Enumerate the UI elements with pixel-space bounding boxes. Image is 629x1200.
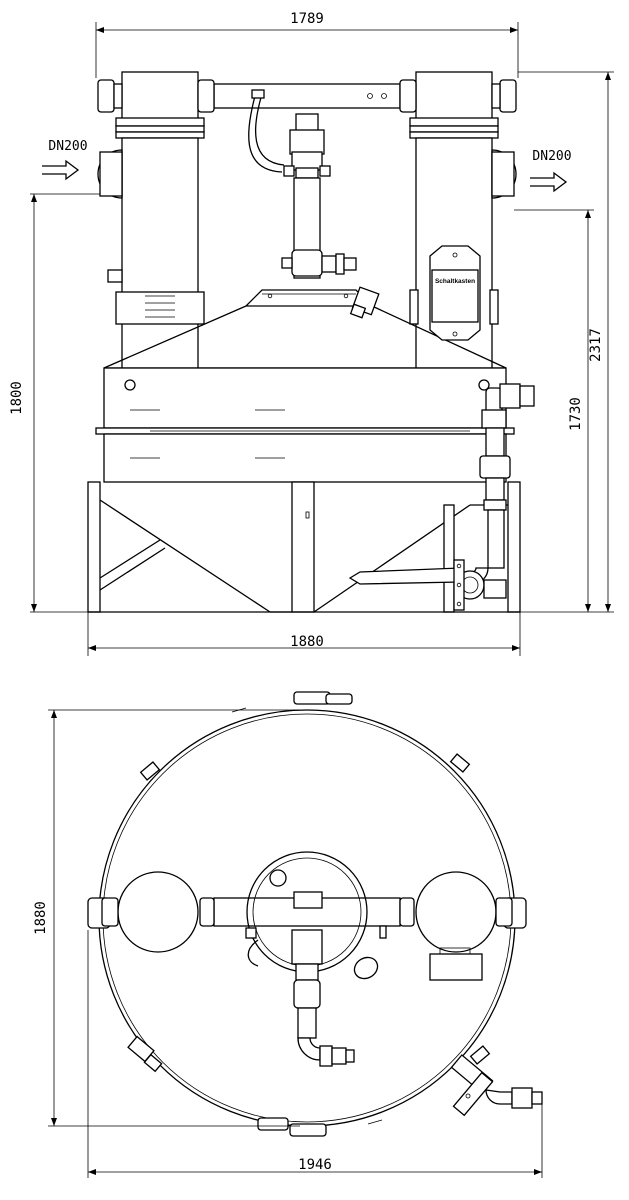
left-tower — [97, 71, 205, 371]
left-tower-top — [117, 871, 199, 953]
dimension-top-width: 1789 — [95, 11, 519, 78]
dome-lid — [103, 286, 507, 369]
front-view: 1789 — [9, 11, 614, 656]
dimension-top-width-label: 1789 — [290, 11, 324, 27]
discharge-pipe — [453, 383, 535, 611]
tank-body — [95, 367, 515, 483]
inlet-label-group: DN200 — [42, 139, 88, 181]
dimension-left-height: 1800 — [9, 193, 100, 613]
dimension-right-total-label: 2317 — [588, 328, 604, 362]
dimension-top-view-diameter: 1880 — [33, 709, 300, 1127]
control-box: Schaltkasten — [429, 245, 481, 341]
dimension-bottom-width-label: 1880 — [290, 634, 324, 650]
pump-column — [281, 113, 357, 279]
flexible-hose — [248, 91, 283, 173]
outlet-label: DN200 — [532, 149, 571, 164]
dimension-top-view-width: 1946 — [87, 930, 543, 1178]
control-box-top — [429, 953, 483, 981]
rim-clamps — [87, 691, 527, 1137]
center-lid — [245, 851, 387, 1067]
dimension-bottom-width: 1880 — [87, 612, 521, 656]
dimension-right-outlet-height: 1730 — [514, 209, 594, 613]
inlet-label: DN200 — [48, 139, 87, 154]
right-tower-top — [415, 871, 497, 953]
dimension-top-view-diameter-label: 1880 — [33, 901, 49, 935]
dimension-right-total-height: 2317 — [518, 71, 614, 613]
control-box-label: Schaltkasten — [435, 278, 475, 285]
connecting-pipe — [197, 79, 417, 113]
support-frame — [87, 481, 521, 613]
dimension-right-outlet-label: 1730 — [568, 397, 584, 431]
outlet-label-group: DN200 — [530, 149, 572, 193]
dimension-left-height-label: 1800 — [9, 381, 25, 415]
top-discharge-pipe — [450, 1054, 543, 1117]
top-view: 1880 1946 — [33, 691, 543, 1178]
dimension-top-view-width-label: 1946 — [298, 1157, 332, 1173]
